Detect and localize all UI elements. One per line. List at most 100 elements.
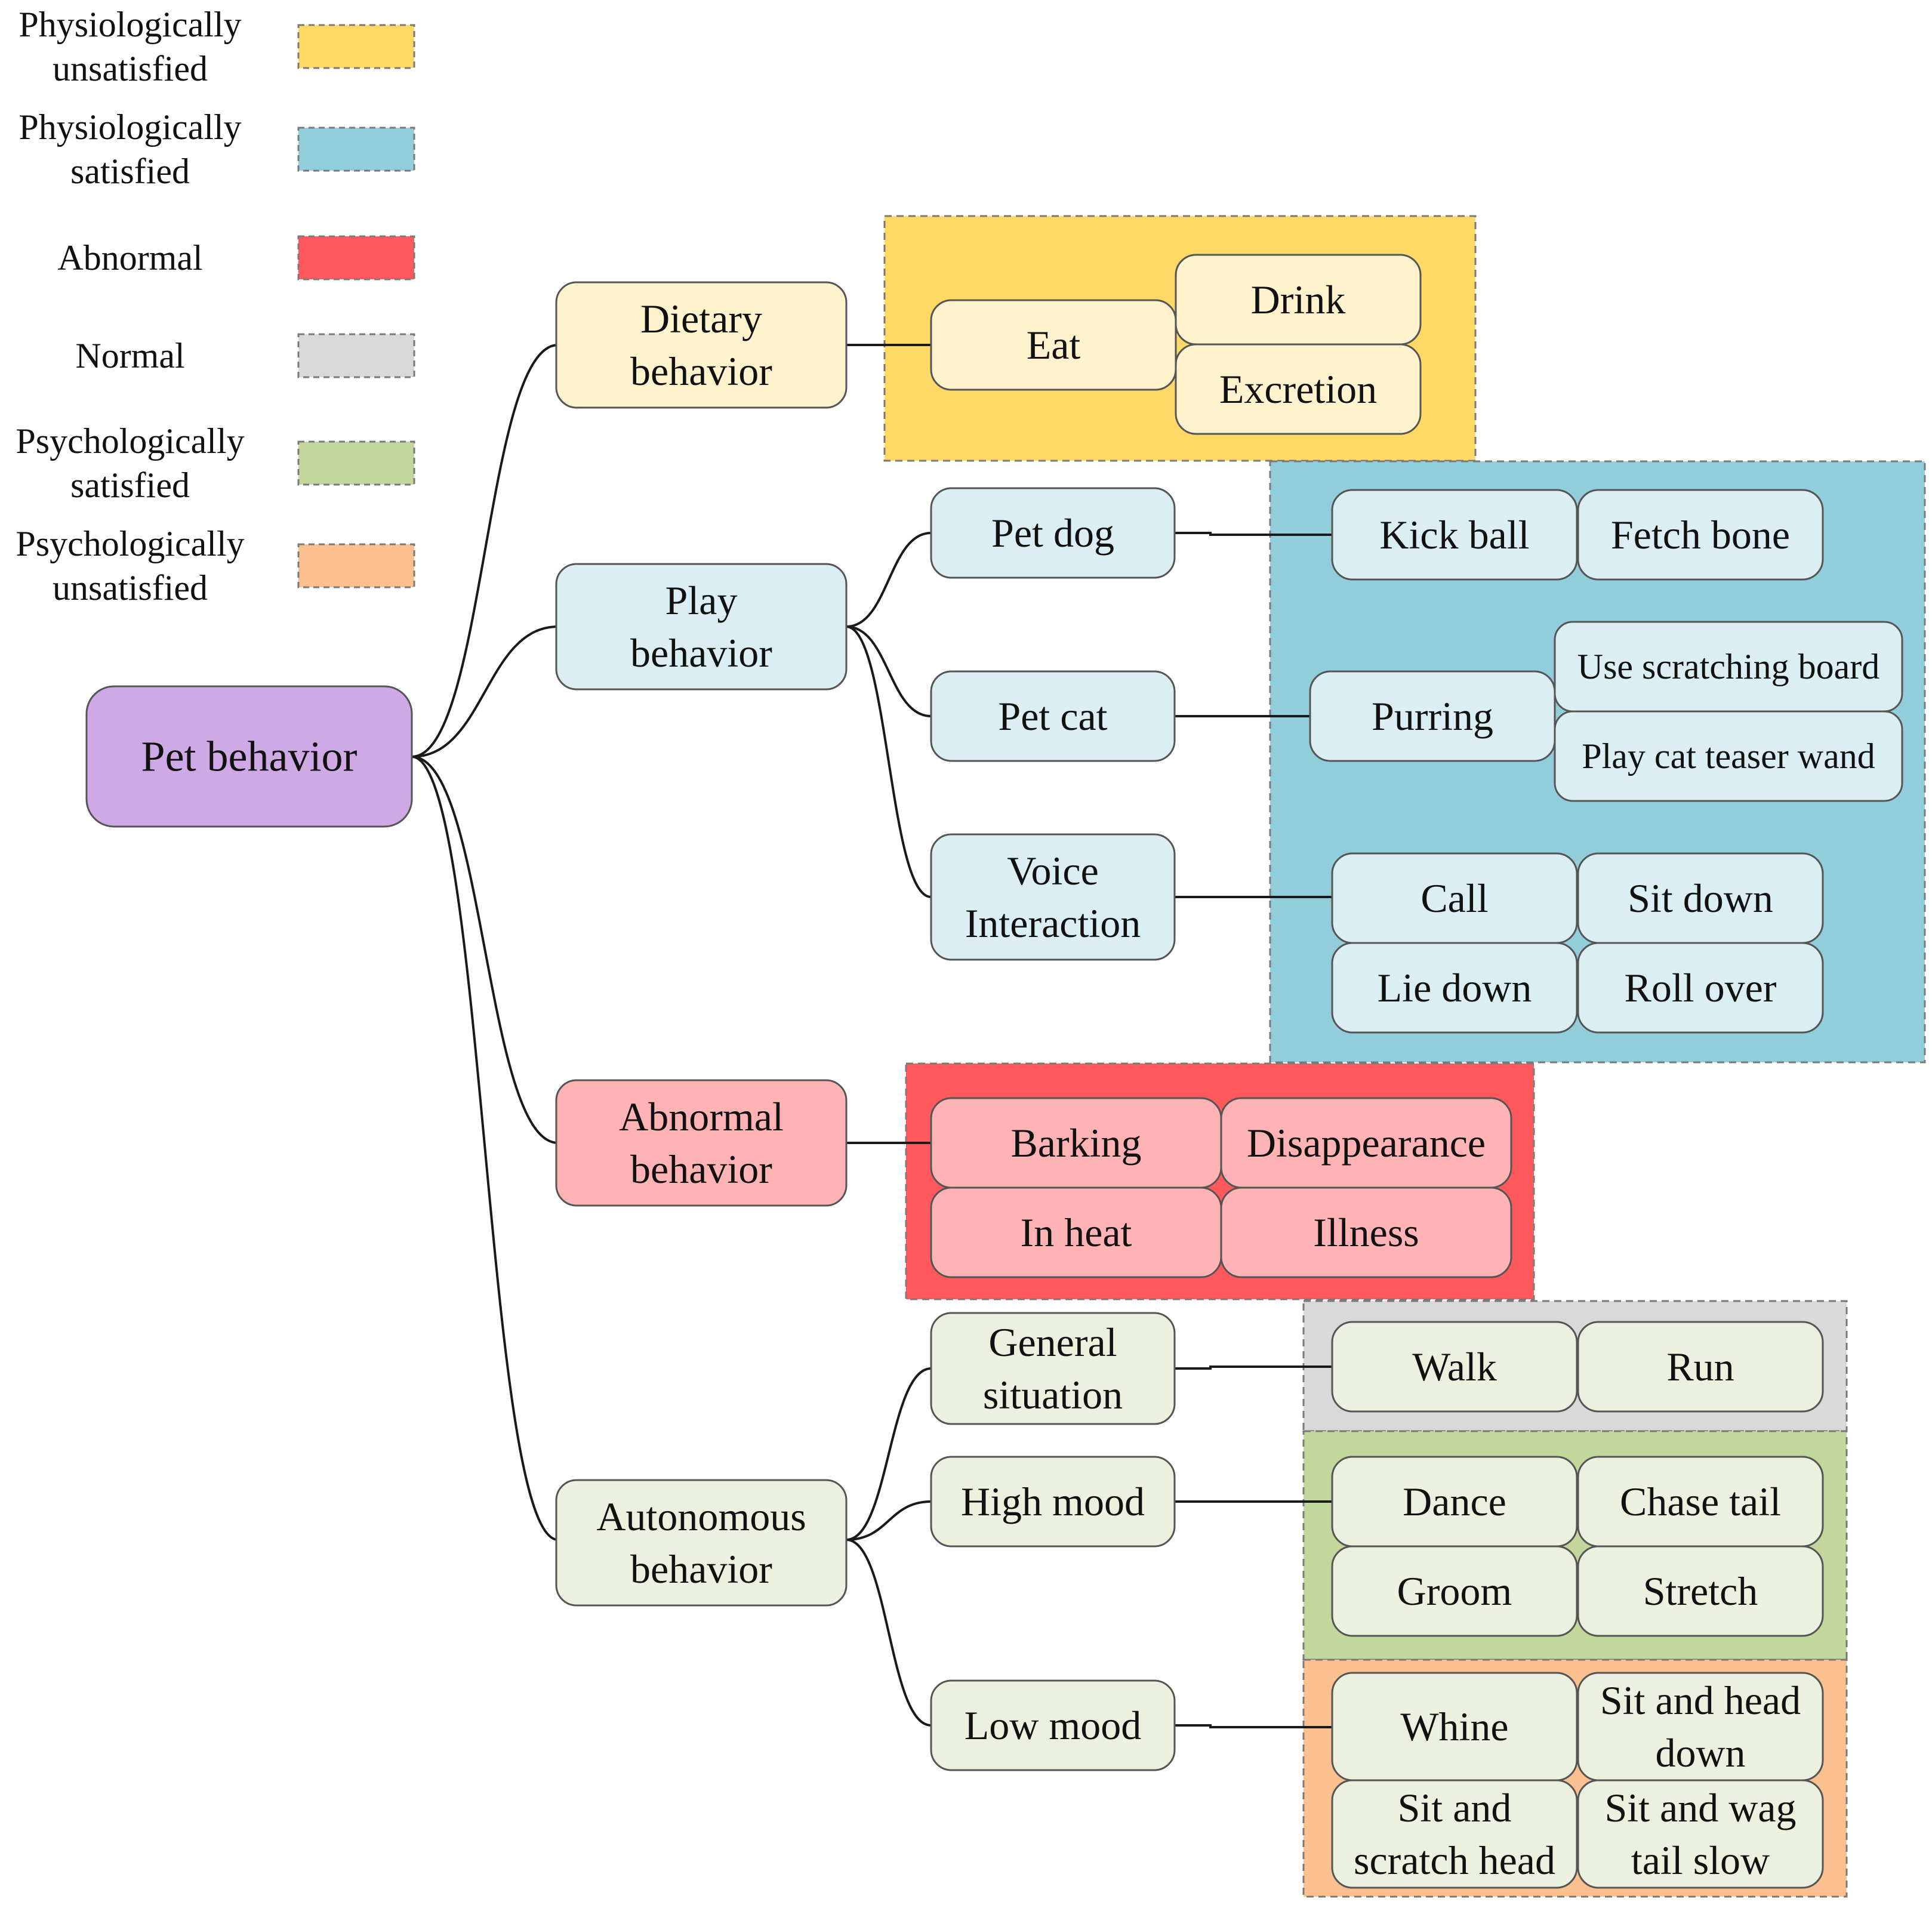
leaf-play-cat-teaser-wand-box [1554, 710, 1903, 802]
leaf-roll-over: Roll over [1577, 942, 1824, 1034]
connector-lines [411, 344, 1332, 1728]
leaf-excretion-box [1175, 343, 1422, 435]
sub-low-mood-label: Low mood [965, 1703, 1142, 1748]
edge-petdog-kickball [1175, 532, 1332, 536]
edge-root-abnormal [411, 756, 559, 1144]
leaf-play-cat-teaser-wand: Play cat teaser wand [1554, 710, 1903, 802]
leaf-in-heat: In heat [930, 1186, 1222, 1278]
leaf-barking-label: Barking [1010, 1120, 1141, 1166]
root-node-box [85, 685, 413, 828]
leaf-drink: Drink [1175, 254, 1422, 346]
legend-swatch-5 [297, 440, 415, 486]
leaf-in-heat-label: In heat [1021, 1210, 1132, 1255]
leaf-fetch-bone: Fetch bone [1577, 489, 1824, 581]
leaf-call-label: Call [1421, 876, 1488, 921]
sub-pet-cat-label: Pet cat [998, 693, 1107, 739]
leaf-run: Run [1577, 1321, 1824, 1413]
leaf-chase-tail: Chase tail [1577, 1456, 1824, 1548]
leaf-eat-box [930, 299, 1177, 391]
leaf-call: Call [1331, 852, 1578, 944]
edge-play-petcat [846, 625, 932, 717]
leaf-whine-label: Whine [1400, 1704, 1508, 1749]
edge-autonomous-general [846, 1367, 932, 1541]
leaf-excretion-label: Excretion [1219, 366, 1377, 412]
edge-play-voice [846, 625, 932, 898]
leaf-roll-over-label: Roll over [1625, 965, 1777, 1010]
leaf-drink-label: Drink [1251, 277, 1346, 322]
category-groups [883, 215, 1926, 1898]
edge-autonomous-high [846, 1500, 932, 1541]
leaf-eat: Eat [930, 299, 1177, 391]
leaf-lie-down-box [1331, 942, 1578, 1034]
edge-play-petdog [846, 532, 932, 628]
leaf-walk: Walk [1331, 1321, 1578, 1413]
leaf-groom: Groom [1331, 1545, 1578, 1637]
leaf-groom-label: Groom [1397, 1568, 1512, 1614]
sub-pet-cat-box [930, 670, 1176, 762]
leaf-purring-label: Purring [1372, 693, 1493, 739]
leaf-run-label: Run [1666, 1344, 1734, 1389]
sub-high-mood-label: High mood [961, 1479, 1145, 1524]
leaf-dance: Dance [1331, 1456, 1578, 1548]
leaf-sit-and-wag-tail-slow-box [1577, 1779, 1824, 1889]
legend-swatch-6 [297, 543, 415, 588]
leaf-kick-ball-label: Kick ball [1379, 512, 1529, 557]
leaf-groom-box [1331, 1545, 1578, 1637]
leaf-eat-label: Eat [1027, 322, 1081, 368]
leaf-sit-down: Sit down [1577, 852, 1824, 944]
edge-root-dietary [411, 344, 559, 758]
category-play-box [555, 563, 848, 691]
leaf-chase-tail-label: Chase tail [1620, 1479, 1781, 1524]
sub-voice-interaction-box [930, 833, 1176, 961]
leaf-disappearance: Disappearance [1220, 1097, 1512, 1189]
leaf-whine: Whine [1331, 1672, 1578, 1781]
category-autonomous-box [555, 1479, 848, 1607]
leaf-sit-and-scratch-head-box [1331, 1779, 1578, 1889]
leaf-lie-down-label: Lie down [1378, 965, 1532, 1010]
legend-swatch-2 [297, 127, 415, 172]
leaf-play-cat-teaser-wand-label: Play cat teaser wand [1582, 736, 1875, 776]
leaf-lie-down: Lie down [1331, 942, 1578, 1034]
leaf-sit-down-label: Sit down [1628, 876, 1773, 921]
sub-low-mood-box [930, 1679, 1176, 1771]
leaf-excretion: Excretion [1175, 343, 1422, 435]
edge-low-whine [1175, 1724, 1332, 1728]
leaf-run-box [1577, 1321, 1824, 1413]
root-node: Pet behavior [85, 685, 413, 828]
leaf-walk-label: Walk [1412, 1344, 1497, 1389]
leaf-dance-label: Dance [1403, 1479, 1506, 1524]
leaf-stretch-label: Stretch [1643, 1568, 1758, 1614]
sub-low-mood: Low mood [930, 1679, 1176, 1771]
sub-pet-cat: Pet cat [930, 670, 1176, 762]
category-dietary-box [555, 281, 848, 409]
leaf-illness-label: Illness [1313, 1210, 1419, 1255]
leaf-purring: Purring [1309, 670, 1556, 762]
edge-root-autonomous [411, 756, 559, 1541]
sub-pet-dog-box [930, 487, 1176, 579]
category-abnormal-box [555, 1079, 848, 1207]
legend-label-3: Abnormal [57, 238, 202, 278]
sub-general-situation-box [930, 1312, 1176, 1425]
edge-general-walk [1175, 1366, 1332, 1370]
leaf-roll-over-box [1577, 942, 1824, 1034]
leaf-purring-box [1309, 670, 1556, 762]
